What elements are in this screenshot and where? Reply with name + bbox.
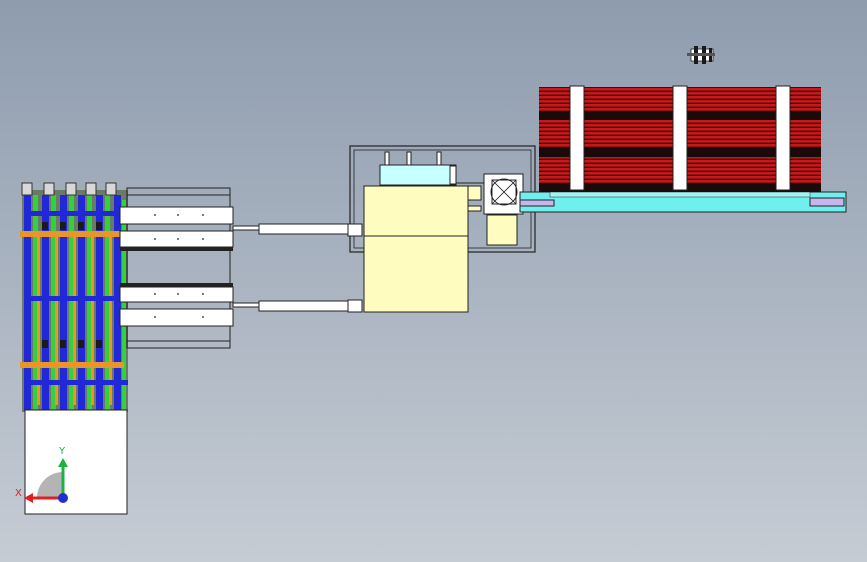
push-rods[interactable] (232, 223, 361, 312)
housing-lower[interactable] (363, 235, 469, 313)
rack-uprights (24, 195, 126, 410)
y-axis-arrow (58, 458, 68, 467)
housing-upper[interactable] (363, 185, 469, 237)
vertical-rack-assembly[interactable] (20, 182, 128, 412)
rail-3[interactable] (119, 286, 234, 303)
motor-unit[interactable] (483, 173, 524, 246)
rack-crossbars (20, 211, 128, 385)
push-rod-lower[interactable] (258, 300, 361, 312)
rail-4[interactable] (119, 308, 234, 327)
x-axis-arrow (24, 493, 33, 503)
y-axis-label: Y (58, 446, 66, 457)
rail-2[interactable] (119, 230, 234, 248)
cyan-carriage[interactable] (379, 151, 457, 186)
carriage-body[interactable] (379, 164, 457, 186)
magazine-post-1[interactable] (569, 85, 585, 191)
stacked-sheet-magazine[interactable] (539, 85, 821, 192)
rack-joints (42, 222, 102, 348)
push-rod-upper[interactable] (258, 223, 361, 235)
base-track[interactable] (519, 191, 847, 213)
magazine-post-2[interactable] (672, 85, 688, 191)
rail-1[interactable] (119, 206, 234, 225)
coordinate-triad: Y X (15, 409, 128, 515)
rack-top-caps (21, 182, 117, 196)
rail-frame (126, 187, 231, 349)
motor-mount (486, 214, 518, 246)
x-axis-label: X (15, 488, 22, 499)
magazine-post-3[interactable] (775, 85, 791, 191)
z-axis (58, 493, 68, 503)
yellow-housing[interactable] (363, 185, 469, 313)
conveyor-rails[interactable] (119, 187, 234, 349)
rail-bolts (154, 214, 204, 318)
floating-part[interactable] (687, 46, 715, 64)
